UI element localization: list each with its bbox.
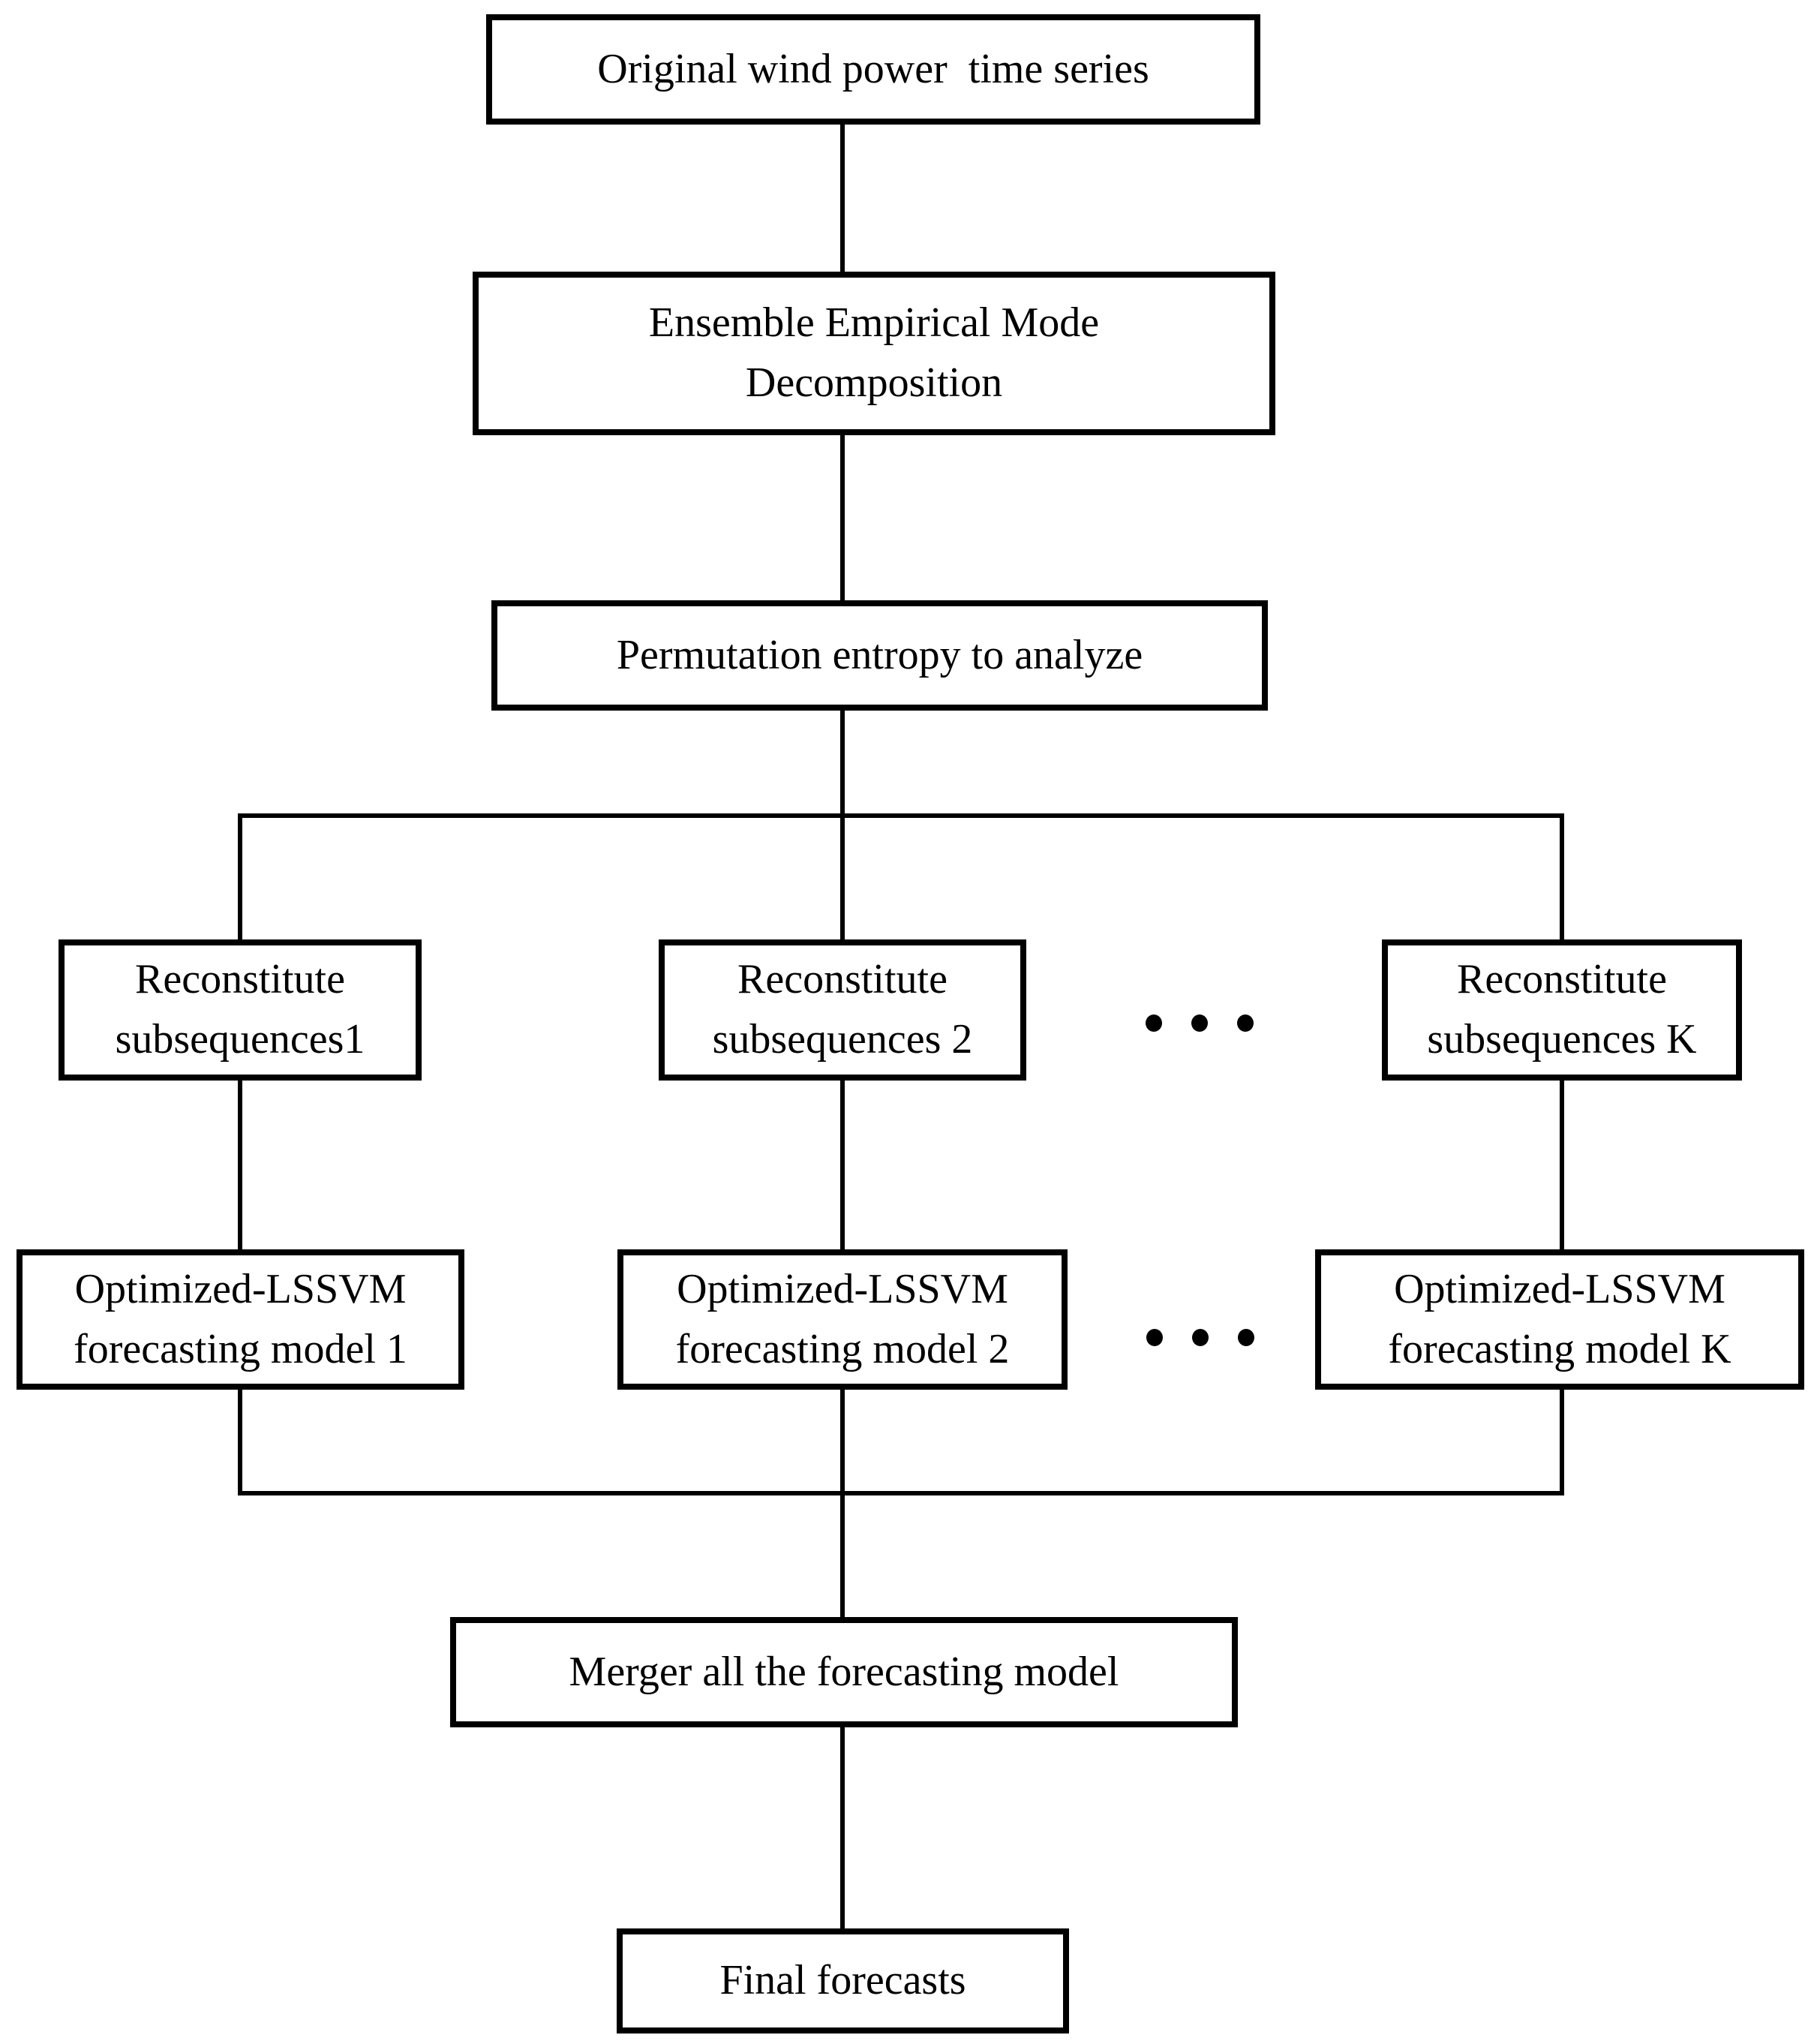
node-ensemble-empirical-mode-decomposition: Ensemble Empirical Mode Decomposition xyxy=(473,272,1275,435)
dot-icon xyxy=(1146,1329,1163,1346)
node-reconstitute-subsequences-K: Reconstitute subsequences K xyxy=(1382,939,1742,1081)
node-optimized-lssvm-model-K: Optimized-LSSVM forecasting model K xyxy=(1315,1249,1804,1390)
node-reconstitute-subsequences-1: Reconstitute subsequences1 xyxy=(59,939,422,1081)
connector-recon1-model1 xyxy=(238,1078,242,1254)
connector-model1-merge-line xyxy=(238,1387,242,1495)
dot-icon xyxy=(1238,1329,1254,1346)
connector-merger-final xyxy=(840,1725,845,1933)
node-optimized-lssvm-model-2: Optimized-LSSVM forecasting model 2 xyxy=(617,1249,1068,1390)
connector-reconK-modelK xyxy=(1560,1078,1564,1254)
dot-icon xyxy=(1192,1329,1209,1346)
connector-modelK-merge-line xyxy=(1560,1387,1564,1495)
connector-recon2-model2 xyxy=(840,1078,845,1254)
branch-merge-line xyxy=(238,1491,1564,1495)
connector-original-eemd xyxy=(840,122,845,276)
connector-model2-merger xyxy=(840,1387,845,1622)
dot-icon xyxy=(1191,1014,1208,1032)
ellipsis-dots-model-row xyxy=(1146,1329,1254,1346)
branch-split-line xyxy=(238,813,1564,818)
connector-split-recon1 xyxy=(238,816,242,944)
node-permutation-entropy: Permutation entropy to analyze xyxy=(491,600,1268,711)
connector-pe-recon2 xyxy=(840,708,845,944)
node-merger-all-forecasting-model: Merger all the forecasting model xyxy=(450,1617,1238,1727)
dot-icon xyxy=(1237,1014,1254,1032)
dot-icon xyxy=(1146,1014,1162,1032)
node-original-wind-power-time-series: Original wind power time series xyxy=(486,14,1260,125)
connector-eemd-pe xyxy=(840,433,845,605)
node-optimized-lssvm-model-1: Optimized-LSSVM forecasting model 1 xyxy=(17,1249,464,1390)
ellipsis-dots-reconstitute-row xyxy=(1146,1014,1254,1032)
node-final-forecasts: Final forecasts xyxy=(617,1928,1069,2033)
connector-split-reconK xyxy=(1560,816,1564,944)
node-reconstitute-subsequences-2: Reconstitute subsequences 2 xyxy=(659,939,1026,1081)
